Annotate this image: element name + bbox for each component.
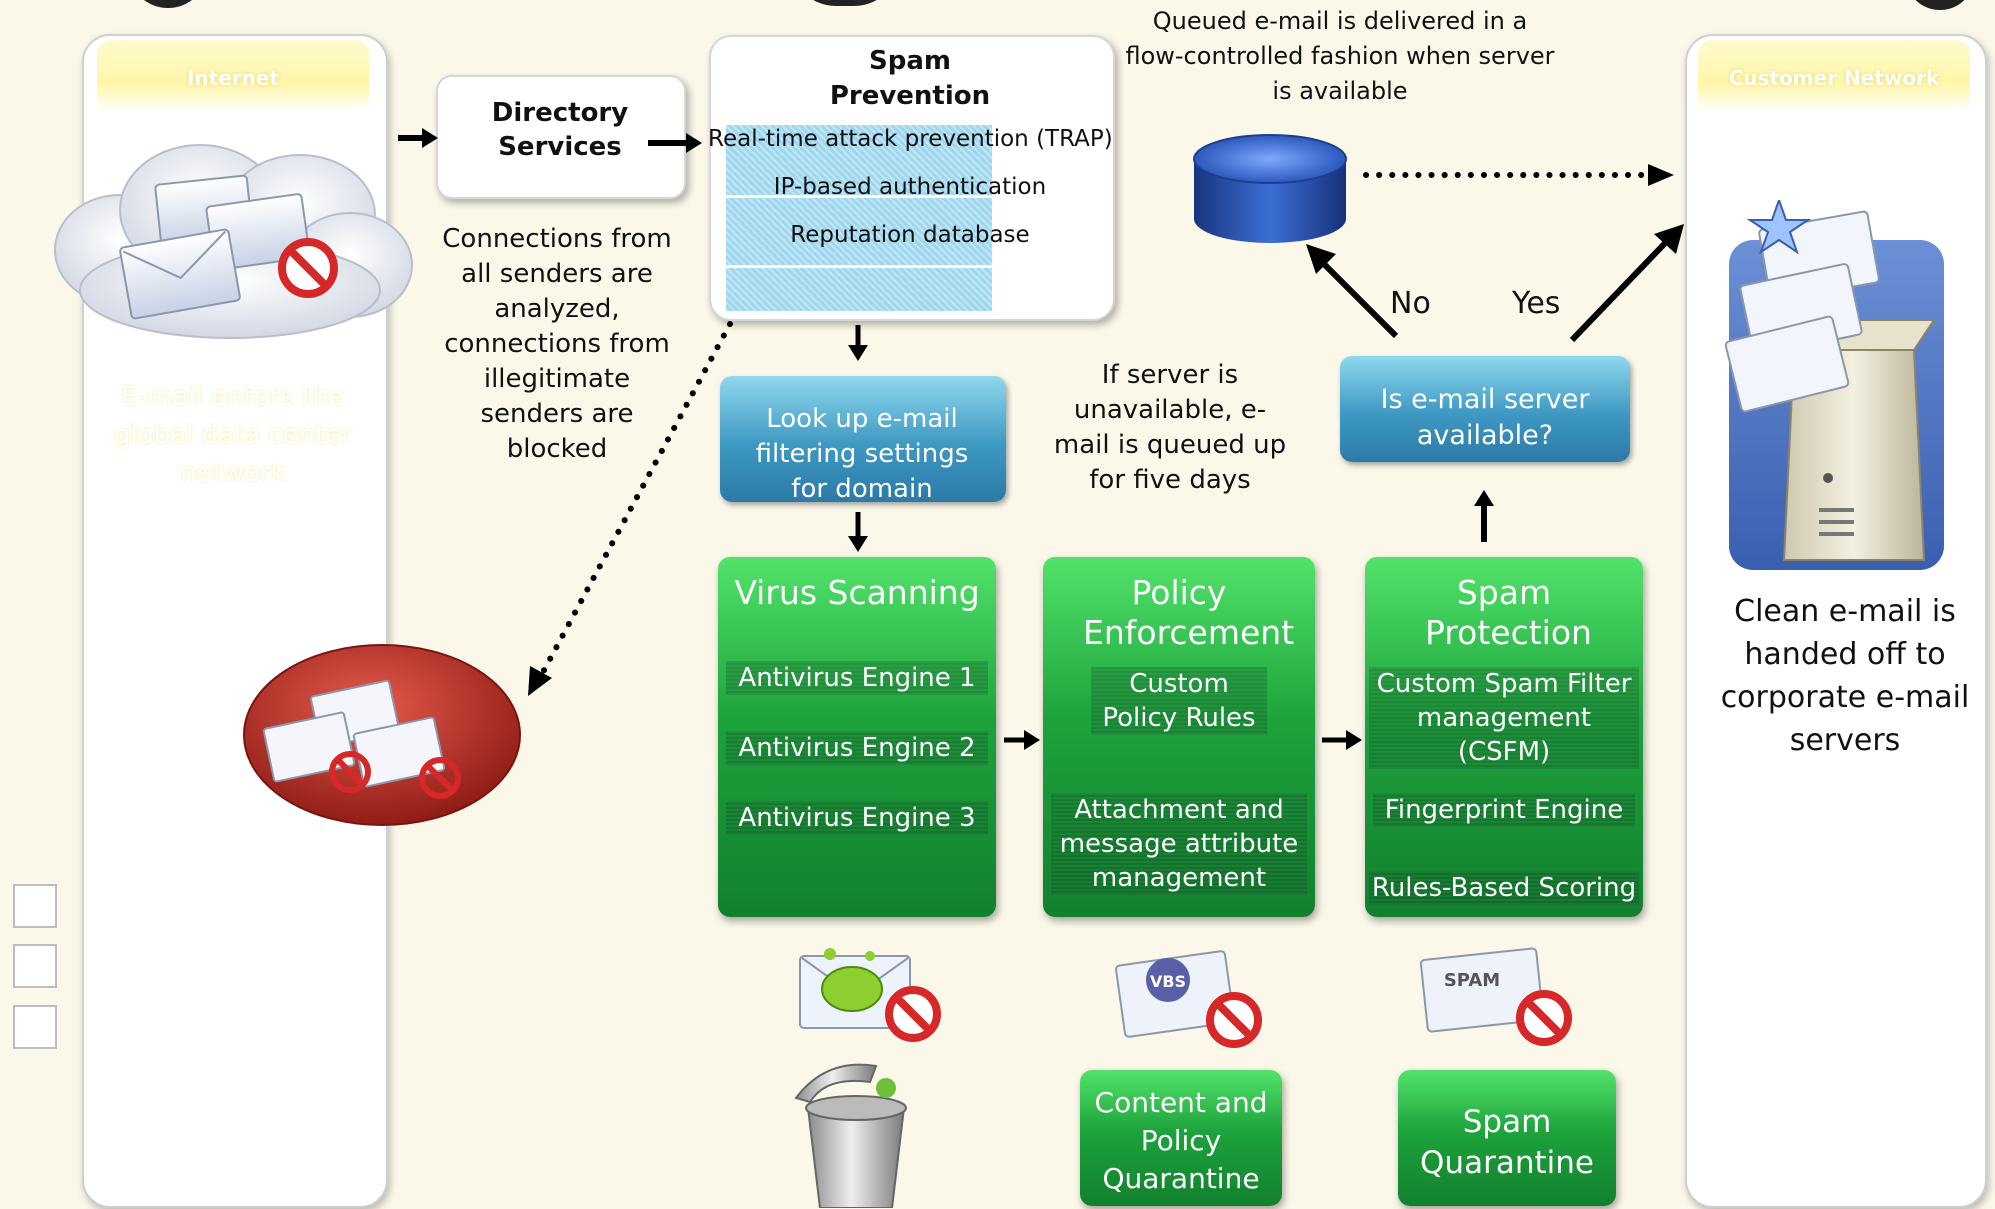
internet-tab — [97, 40, 369, 112]
customer-network-tab — [1698, 40, 1970, 112]
blocked-mail-icon — [243, 644, 521, 826]
arrow-spam-to-server — [1474, 490, 1494, 542]
title-fragment-mid — [790, 0, 900, 6]
ip-auth-item: IP-based authentication — [773, 174, 1047, 200]
unavailable-note: If server is unavailable, e-mail is queu… — [1053, 360, 1287, 495]
arrow-policy-to-spam — [1322, 730, 1362, 750]
dotted-arrow-blocked — [528, 321, 733, 696]
trash-can-icon — [794, 1063, 907, 1208]
queue-database-icon — [1193, 134, 1347, 243]
virus-scanning-title: Virus Scanning — [734, 573, 980, 612]
vbs-envelope-icon: VBS — [1115, 950, 1262, 1048]
spam-envelope-icon: SPAM — [1420, 947, 1572, 1046]
attachment-management: Attachment and message attribute managem… — [1051, 793, 1307, 895]
directory-services-box — [436, 75, 686, 199]
directory-services-label: Directory Services — [491, 98, 629, 162]
spam-quarantine-label: Spam Quarantine — [1420, 1104, 1594, 1181]
lookup-settings-box — [720, 376, 1006, 502]
reputation-item: Reputation database — [790, 222, 1030, 248]
arrow-no — [1306, 244, 1399, 339]
arrow-directory-to-spam — [648, 133, 702, 153]
checkbox-3[interactable] — [13, 1005, 57, 1049]
yes-label: Yes — [1512, 286, 1561, 321]
fingerprint-engine: Fingerprint Engine — [1373, 793, 1635, 827]
lookup-settings-label: Look up e-mail filtering settings for do… — [755, 404, 969, 504]
cloud-spam-icon — [54, 144, 413, 339]
internet-description: E-mail enters the global data center net… — [113, 382, 353, 488]
server-available-box — [1340, 356, 1630, 462]
custom-policy-rules: Custom Policy Rules — [1091, 667, 1267, 735]
title-fragment-left — [128, 0, 208, 8]
no-label: No — [1390, 286, 1431, 321]
hatch-divider-1 — [726, 195, 992, 198]
internet-tab-label: Internet — [186, 66, 280, 90]
checkbox-2[interactable] — [13, 944, 57, 988]
policy-enforcement-box: Policy Enforcement Custom Policy Rules A… — [1043, 557, 1315, 917]
content-quarantine-label: Content and Policy Quarantine — [1094, 1086, 1268, 1195]
policy-enforcement-title: Policy Enforcement — [1083, 573, 1295, 652]
mail-server-icon — [1724, 200, 1944, 570]
spam-protection-title: Spam Protection — [1425, 573, 1592, 652]
spam-quarantine-box — [1398, 1070, 1616, 1206]
spam-text: SPAM — [1444, 970, 1500, 991]
customer-network-tab-label: Customer Network — [1728, 66, 1940, 90]
content-quarantine-box — [1080, 1070, 1282, 1206]
hatch-divider-2 — [726, 265, 992, 268]
checkbox-1[interactable] — [13, 884, 57, 928]
antivirus-engine-2: Antivirus Engine 2 — [726, 731, 988, 765]
spam-protection-box: Spam Protection Custom Spam Filter manag… — [1365, 557, 1643, 917]
spam-prevention-hatch — [726, 125, 992, 311]
antivirus-engine-1: Antivirus Engine 1 — [726, 661, 988, 695]
spam-prevention-title: Spam Prevention — [829, 46, 991, 111]
vbs-text: VBS — [1150, 972, 1186, 991]
arrow-lookup-to-virus — [848, 512, 868, 552]
connections-note: Connections from all senders are analyze… — [442, 224, 672, 464]
arrow-spam-to-lookup — [848, 325, 868, 361]
title-fragment-right — [1905, 0, 1975, 10]
virus-scanning-box: Virus Scanning Antivirus Engine 1 Antivi… — [718, 557, 996, 917]
arrow-virus-to-policy — [1004, 730, 1040, 750]
queued-note: Queued e-mail is delivered in a flow-con… — [1125, 7, 1555, 105]
trap-item: Real-time attack prevention (TRAP) — [708, 126, 1113, 152]
virus-envelope-icon — [799, 948, 941, 1042]
customer-network-description: Clean e-mail is handed off to corporate … — [1720, 594, 1970, 758]
csfm-item: Custom Spam Filter management (CSFM) — [1369, 667, 1639, 769]
server-available-label: Is e-mail server available? — [1380, 384, 1590, 451]
arrow-yes — [1569, 224, 1684, 343]
arrow-internet-to-directory — [398, 128, 438, 148]
rules-based-scoring: Rules-Based Scoring — [1369, 871, 1639, 905]
antivirus-engine-3: Antivirus Engine 3 — [726, 801, 988, 835]
dotted-arrow-to-customer — [1363, 164, 1674, 186]
